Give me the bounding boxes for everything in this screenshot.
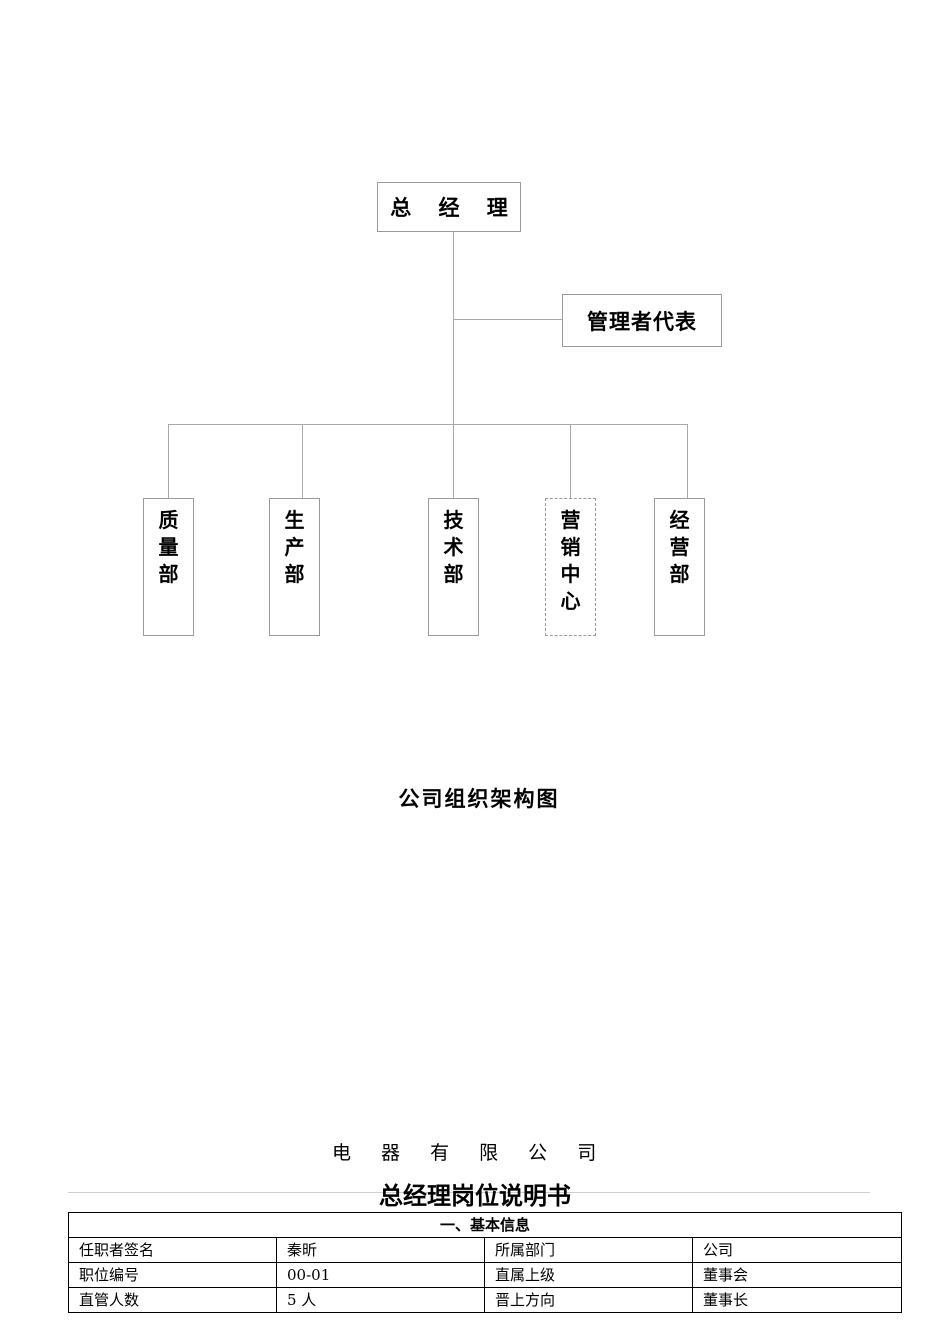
dept-quality-char: 量 — [158, 535, 179, 559]
table-cell: 5 人 — [276, 1287, 485, 1313]
dept-operations-char: 经 — [669, 508, 690, 532]
table-cell: 董事会 — [691, 1262, 903, 1288]
dept-marketing-center: 营 销 中 心 — [545, 498, 596, 636]
dept-technology-char: 术 — [443, 535, 464, 559]
basic-info-table: 一、基本信息 任职者签名 秦昕 所属部门 公司 职位编号 00-01 直属上级 … — [67, 1212, 903, 1313]
dept-operations: 经 营 部 — [654, 498, 705, 636]
table-cell: 00-01 — [276, 1262, 485, 1288]
table-cell: 公司 — [691, 1237, 903, 1263]
dept-technology: 技 术 部 — [428, 498, 479, 636]
general-manager-box: 总 经 理 — [377, 182, 521, 232]
management-representative-label: 管理者代表 — [587, 308, 697, 334]
dept-quality-char: 部 — [158, 562, 179, 586]
dept-production-char: 部 — [284, 562, 305, 586]
dept-production: 生 产 部 — [269, 498, 320, 636]
table-cell: 任职者签名 — [68, 1237, 277, 1263]
management-representative-box: 管理者代表 — [562, 294, 722, 347]
table-header-row: 一、基本信息 — [67, 1212, 903, 1238]
dept-operations-char: 部 — [669, 562, 690, 586]
section-header: 一、基本信息 — [67, 1212, 903, 1238]
dept-quality-char: 质 — [158, 508, 179, 532]
table-cell: 直管人数 — [68, 1287, 277, 1313]
table-cell: 职位编号 — [68, 1262, 277, 1288]
table-row: 任职者签名 秦昕 所属部门 公司 — [68, 1237, 903, 1263]
dept-production-char: 产 — [284, 535, 305, 559]
dept-marketing-char: 心 — [560, 589, 581, 613]
table-cell: 所属部门 — [484, 1237, 693, 1263]
document-title: 总经理岗位说明书 — [379, 1182, 571, 1210]
general-manager-label: 总 经 理 — [390, 195, 518, 220]
dept-marketing-char: 销 — [560, 535, 581, 559]
dept-operations-char: 营 — [669, 535, 690, 559]
table-row: 职位编号 00-01 直属上级 董事会 — [68, 1262, 903, 1288]
table-cell: 秦昕 — [276, 1237, 485, 1263]
org-chart-caption: 公司组织架构图 — [398, 786, 560, 811]
table-cell: 晋上方向 — [484, 1287, 693, 1313]
dept-quality: 质 量 部 — [143, 498, 194, 636]
dept-marketing-char: 营 — [560, 508, 581, 532]
table-cell: 直属上级 — [484, 1262, 693, 1288]
dept-technology-char: 技 — [443, 508, 464, 532]
table-cell: 董事长 — [691, 1287, 903, 1313]
dept-marketing-char: 中 — [560, 562, 581, 586]
table-row: 直管人数 5 人 晋上方向 董事长 — [68, 1287, 903, 1313]
org-connector-lines — [168, 232, 688, 498]
dept-technology-char: 部 — [443, 562, 464, 586]
company-name: 电 器 有 限 公 司 — [332, 1142, 609, 1164]
divider-line — [68, 1192, 870, 1193]
dept-production-char: 生 — [284, 508, 305, 532]
